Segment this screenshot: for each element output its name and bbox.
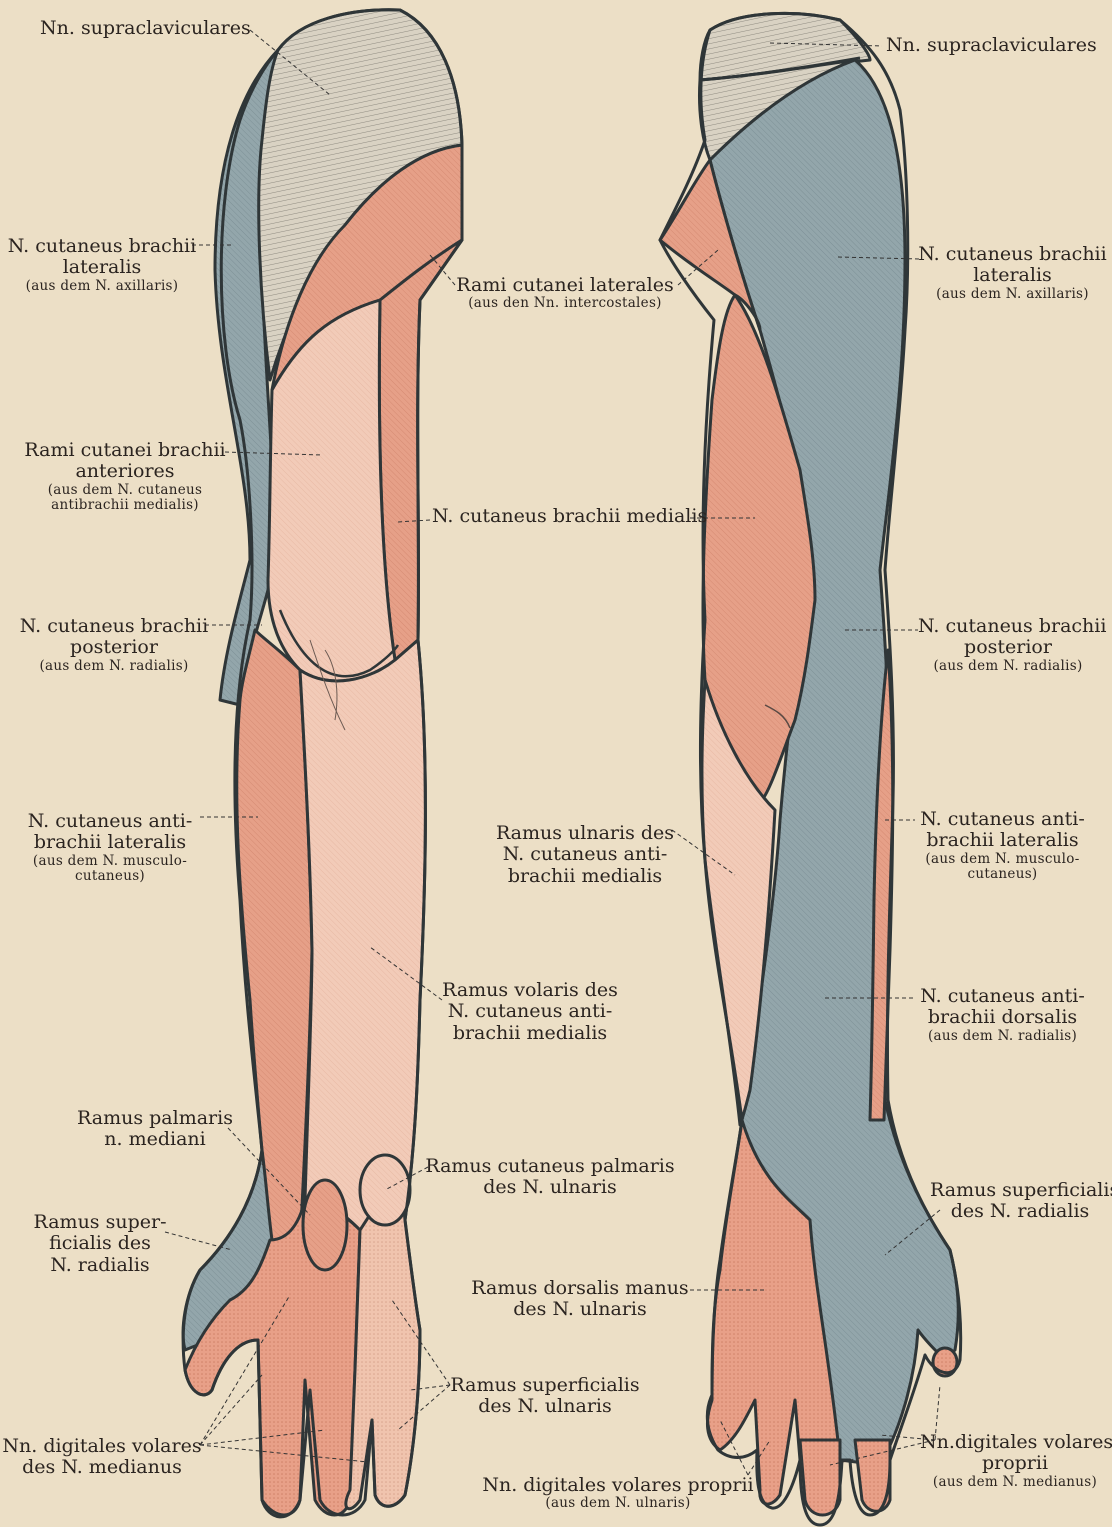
label-left-cutaneus-brachii-posterior: N. cutaneus brachii posterior (aus dem N…: [14, 616, 214, 674]
label-left-ramus-volaris: Ramus volaris des N. cutaneus anti- brac…: [430, 980, 630, 1044]
label-right-ramus-superficialis-radialis: Ramus superficialis des N. radialis: [930, 1180, 1110, 1223]
left-ulnar-palmaris-oval: [360, 1155, 410, 1225]
label-left-cutaneus-brachii-medialis: N. cutaneus brachii medialis: [432, 506, 707, 527]
label-right-cutaneus-antibrachii-lateralis: N. cutaneus anti- brachii lateralis (aus…: [910, 809, 1095, 882]
label-left-ramus-superficialis-ulnaris: Ramus superficialis des N. ulnaris: [445, 1375, 645, 1418]
left-palmaris-oval: [303, 1180, 347, 1270]
label-left-cutaneus-brachii-lateralis: N. cutaneus brachii lateralis (aus dem N…: [2, 236, 202, 294]
label-left-supraclaviculares: Nn. supraclaviculares: [40, 18, 251, 39]
label-left-rami-cutanei-brachii-anteriores: Rami cutanei brachii anteriores (aus dem…: [10, 440, 240, 513]
right-finger-median-tip-1: [800, 1440, 840, 1515]
right-arm: [660, 13, 961, 1525]
label-right-cutaneus-antibrachii-dorsalis: N. cutaneus anti- brachii dorsalis (aus …: [910, 986, 1095, 1044]
left-arm: [183, 10, 462, 1517]
label-right-cutaneus-brachii-lateralis: N. cutaneus brachii lateralis (aus dem N…: [915, 244, 1110, 302]
label-right-cutaneus-brachii-posterior: N. cutaneus brachii posterior (aus dem N…: [918, 616, 1098, 674]
label-right-ramus-dorsalis-manus: Ramus dorsalis manus des N. ulnaris: [470, 1278, 690, 1321]
label-right-ramus-ulnaris: Ramus ulnaris des N. cutaneus anti- brac…: [485, 823, 685, 887]
label-right-digitales-volares-proprii-medianus: Nn.digitales volares proprii (aus dem N.…: [920, 1432, 1110, 1490]
label-left-ramus-cutaneus-palmaris: Ramus cutaneus palmaris des N. ulnaris: [420, 1156, 680, 1199]
label-left-ramus-superficialis-radialis: Ramus super- ficialis des N. radialis: [30, 1212, 170, 1276]
label-right-digitales-volares-proprii-ulnaris: Nn. digitales volares proprii (aus dem N…: [478, 1475, 758, 1511]
left-forearm-lateral-region: [237, 630, 312, 1245]
left-forearm-volar-region: [300, 640, 425, 1230]
label-left-cutaneus-antibrachii-lateralis: N. cutaneus anti- brachii lateralis (aus…: [10, 811, 210, 884]
label-right-supraclaviculares: Nn. supraclaviculares: [886, 35, 1097, 56]
label-left-digitales-volares-medianus: Nn. digitales volares des N. medianus: [2, 1436, 202, 1479]
label-left-ramus-palmaris: Ramus palmaris n. mediani: [70, 1108, 240, 1151]
label-left-rami-cutanei-laterales: Rami cutanei laterales (aus den Nn. inte…: [445, 275, 685, 311]
